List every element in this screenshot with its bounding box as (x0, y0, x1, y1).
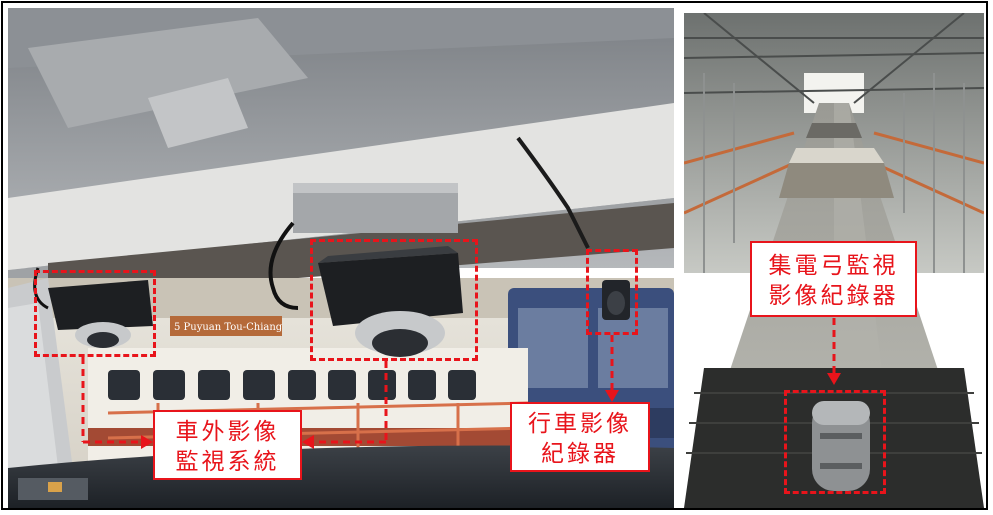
driving-recorder-line1: 行車影像 (528, 411, 632, 437)
exterior-cctv-line1: 車外影像 (175, 419, 280, 445)
driving-recorder-line2: 紀錄器 (541, 441, 619, 467)
recorder-camera-highlight (586, 249, 638, 335)
pantograph-recorder-callout: 集電弓監視 影像紀錄器 (750, 241, 917, 317)
exterior-cctv-line2: 監視系統 (175, 449, 280, 475)
left-photo-train-cab-cameras: 5 Puyuan Tou-Chiang (8, 8, 674, 508)
center-camera-highlight (310, 239, 478, 361)
pantograph-camera-highlight (784, 390, 886, 494)
pantograph-recorder-line1: 集電弓監視 (768, 253, 899, 279)
pantograph-recorder-line2: 影像紀錄器 (768, 283, 899, 309)
driving-recorder-callout: 行車影像 紀錄器 (510, 402, 650, 472)
left-camera-highlight (34, 270, 156, 357)
right-photo-pantograph-camera: 集電弓監視 影像紀錄器 (684, 13, 984, 508)
exterior-cctv-callout: 車外影像 監視系統 (153, 410, 302, 480)
platform-sign-text: 5 Puyuan Tou-Chiang (174, 322, 283, 333)
